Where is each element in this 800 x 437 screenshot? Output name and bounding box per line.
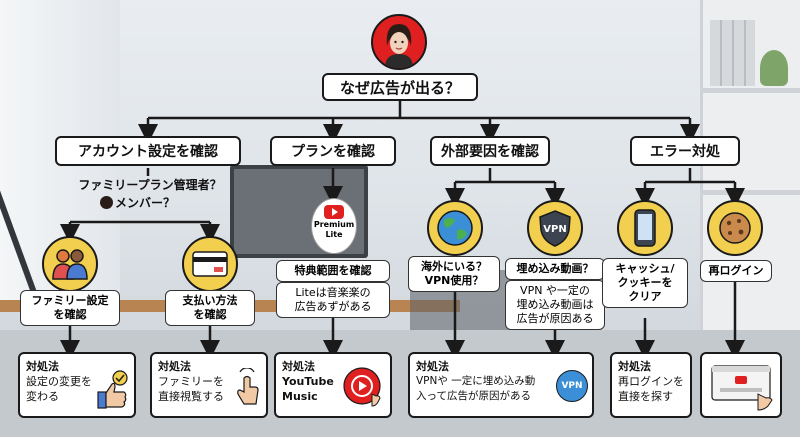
plan-check-label: 特典範囲を確認 [276,260,390,282]
embed-label: 埋め込み動画？ [505,258,605,280]
solution-title: 対処法 [26,360,59,373]
logo-line1: Premium [313,220,355,229]
external-solution-card: 対処法 VPNや 一定に埋め込み動 入って広告が原因がある VPN [408,352,594,418]
family-settings-label: ファミリー設定 を確認 [20,290,120,326]
vpn-badge: VPN [556,370,588,402]
embed-note: VPN や一定の 埋め込み動画は 広告が原因ある [505,280,605,330]
account-solution2-card: 対処法 ファミリーを 直接視覧する [150,352,268,418]
solution-text: 再ログインを 直接を探す [618,375,684,403]
solution-text: VPNや 一定に埋め込み動 入って広告が原因がある [416,375,536,402]
tap-hand-icon [237,368,259,405]
avatar [371,14,427,70]
page-title: なぜ広告が出る？ [322,73,478,101]
credit-card-icon [182,236,238,292]
youtube-music-icon [343,367,381,407]
shelf-board [700,190,800,195]
solution-text: ファミリーを 直接視覧する [158,375,224,403]
account-solution1-card: 対処法 設定の変更を 変わる [18,352,136,418]
category-plan: プランを確認 [270,136,396,166]
solution-text: 設定の変更を 変わる [26,375,92,403]
solution-title: 対処法 [618,360,651,373]
relogin-label: 再ログイン [700,260,772,282]
smartphone-icon [617,200,673,256]
category-external: 外部要因を確認 [430,136,550,166]
globe-icon [427,200,483,256]
cache-cookie-label: キャッシュ/ クッキーを クリア [602,258,688,308]
premium-lite-logo: Premium Lite [311,198,357,254]
vpn-shield-text: VPN [543,224,566,235]
payment-method-label: 支払い方法 を確認 [165,290,255,326]
solution-text: YouTube Music [282,375,334,403]
solution-title: 対処法 [158,360,191,373]
plan-solution-card: 対処法 YouTube Music [274,352,392,418]
logo-line2: Lite [325,230,343,239]
solution-title: 対処法 [416,360,449,373]
category-account: アカウント設定を確認 [55,136,241,166]
binders [710,20,755,86]
account-question-line2: メンバー？ [115,196,176,210]
shelf-board [700,88,800,93]
vpn-shield-icon: VPN [527,200,583,256]
thumbs-up-icon [97,370,128,409]
login-screen-icon [711,365,773,411]
error-solution-card: 対処法 再ログインを 直接を探す [610,352,692,418]
cookie-icon [707,200,763,256]
member-avatar-icon [100,196,113,209]
account-question-line1: ファミリープラン管理者？ [78,178,222,192]
solution-title: 対処法 [282,360,315,373]
plan-note: Liteは音楽楽の 広告あずがある [276,282,390,318]
family-icon [42,236,98,292]
youtube-play-icon [324,205,344,219]
login-screen-card [700,352,782,418]
overseas-label: 海外にいる？ VPN使用？ [408,256,500,292]
category-error: エラー対処 [630,136,740,166]
plant [760,50,788,86]
